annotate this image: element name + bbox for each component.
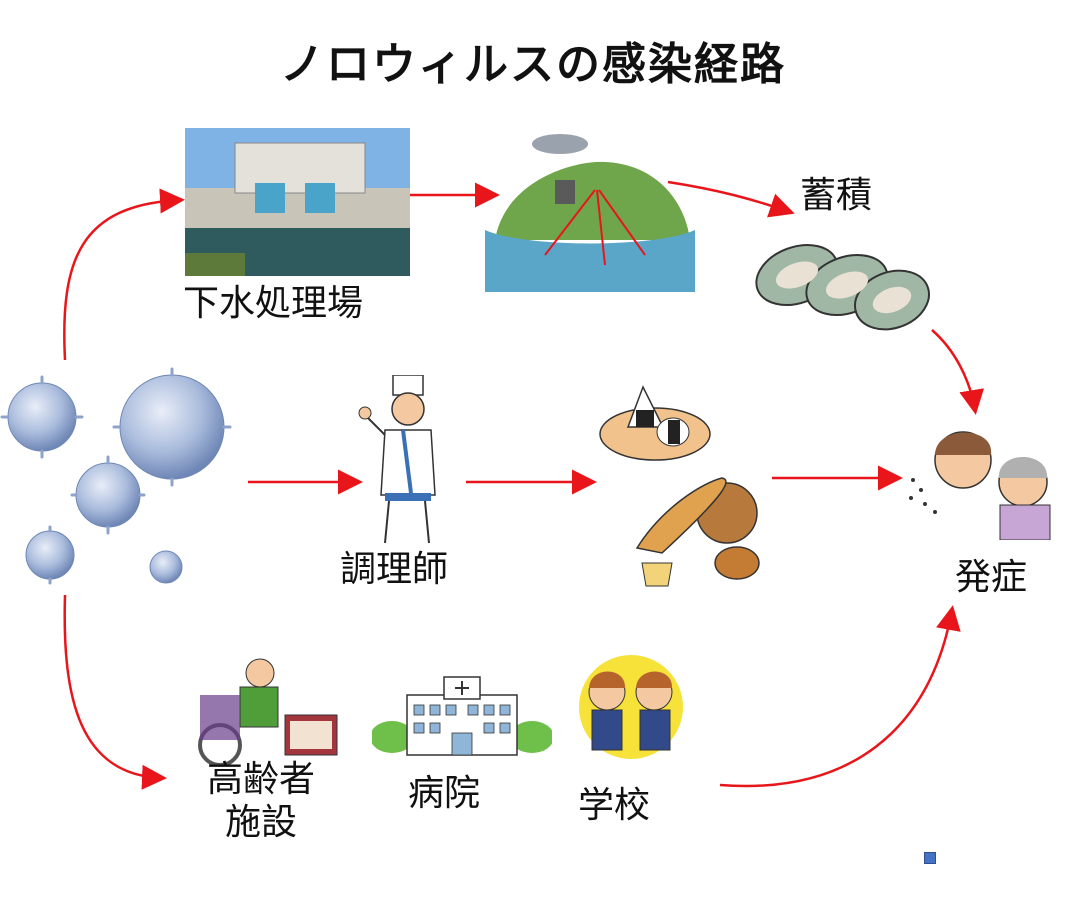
onset-label: 発症 [955,557,1028,598]
elderly-facility-label: 高齢者 施設 [196,758,326,844]
diagram-title: ノロウィルスの感染経路 [280,39,786,90]
cook-illustration [358,375,436,544]
sewage-plant-photo [185,128,410,276]
sick-people-illustration [909,431,1051,540]
rice-ball-plate-illustration [599,385,711,461]
arrow-virus-to-elderly [63,594,167,790]
coastal-runoff-illustration [485,134,695,292]
hospital-label: 病院 [408,773,481,814]
hospital-building-illustration [372,676,552,756]
arrow-school-to-onset [719,605,961,788]
arrow-oyster-to-onset [931,329,985,415]
elderly-facility-label-line2: 施設 [224,802,297,844]
elderly-facility-label-line1: 高齢者 [206,759,315,800]
elderly-wheelchair-illustration [198,658,338,765]
accumulation-label: 蓄積 [800,175,873,216]
oyster-illustration [755,244,930,331]
school-children-illustration [579,655,683,759]
bread-illustration [635,477,760,587]
school-label: 学校 [578,785,651,826]
cook-label: 調理師 [340,549,449,590]
arrow-virus-to-sewage [63,188,185,361]
sewage-plant-label: 下水処理場 [183,283,364,324]
slide-marker [924,852,936,864]
norovirus-cluster-icon [0,367,232,585]
